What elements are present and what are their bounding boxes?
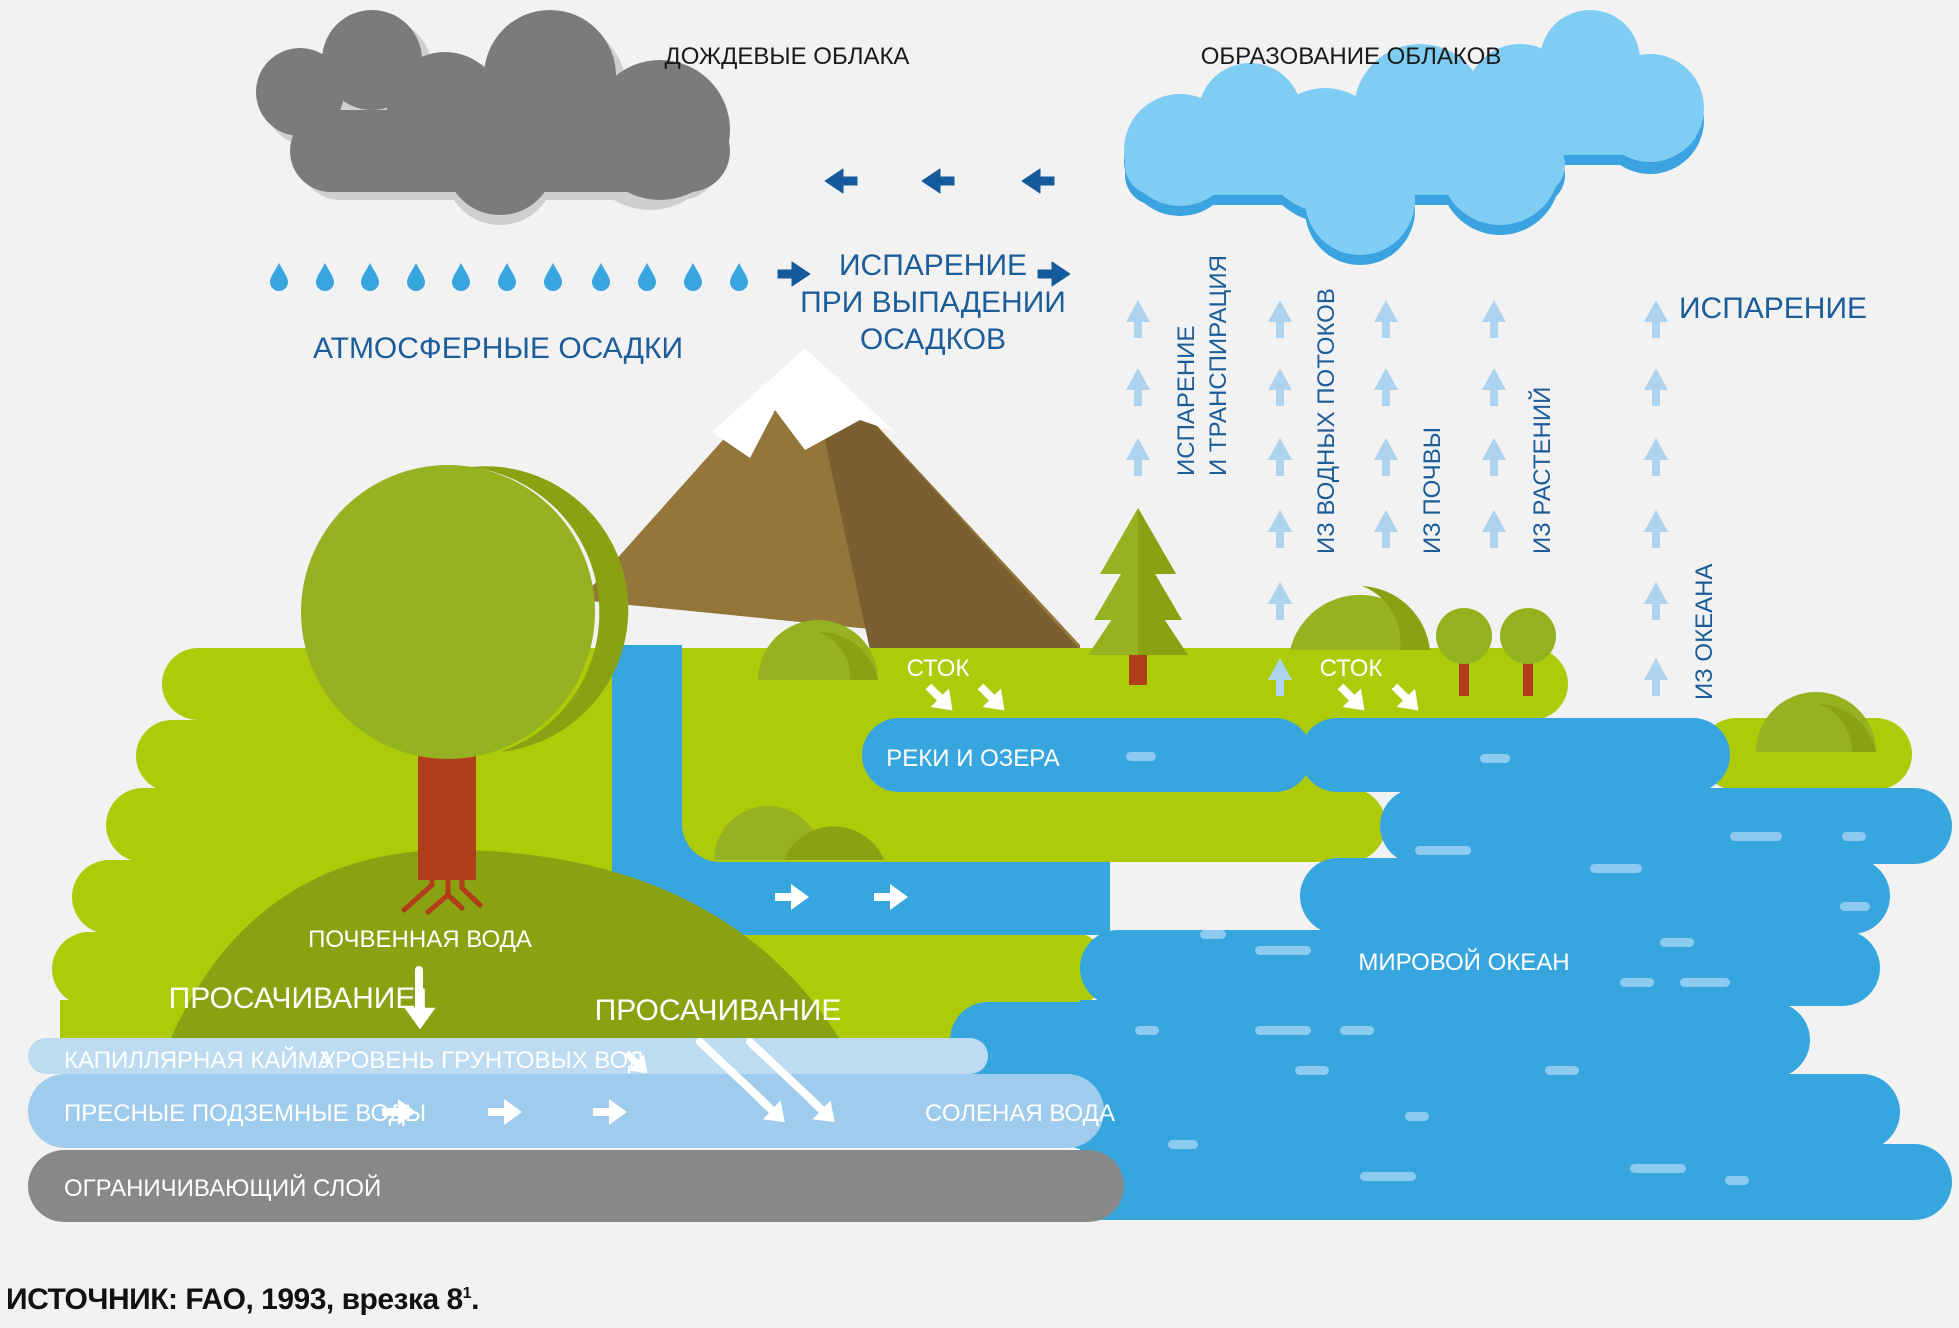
- from-plants-label: ИЗ РАСТЕНИЙ: [1528, 387, 1556, 554]
- river: [612, 645, 1110, 935]
- precipitation-label: АТМОСФЕРНЫЕ ОСАДКИ: [313, 332, 683, 365]
- source-note: ИСТОЧНИК: FAO, 1993, врезка 81.: [6, 1283, 479, 1316]
- capillary-fringe-label: КАПИЛЛЯРНАЯ КАЙМА: [64, 1046, 334, 1074]
- infiltration-label-1: ПРОСАЧИВАНИЕ: [169, 982, 416, 1015]
- capillary-fringe: [28, 1038, 988, 1074]
- confining-layer-label: ОГРАНИЧИВАЮЩИЙ СЛОЙ: [64, 1174, 381, 1202]
- evaporation-label: ИСПАРЕНИЕ: [1679, 292, 1867, 325]
- big-tree: [301, 465, 629, 915]
- cloud-transport-arrows: [824, 168, 1055, 194]
- rain-clouds-label: ДОЖДЕВЫЕ ОБЛАКА: [665, 43, 910, 70]
- small-trees: [1436, 608, 1556, 696]
- formation-cloud: [1124, 10, 1704, 265]
- evap-precip-label-1: ИСПАРЕНИЕ: [839, 249, 1027, 282]
- evap-precip-label-2: ПРИ ВЫПАДЕНИИ: [800, 286, 1066, 319]
- confining-layer: [28, 1150, 1124, 1222]
- pine-tree: [1088, 508, 1188, 685]
- soil-hill: [170, 850, 840, 1040]
- evap-precip-label-3: ОСАДКОВ: [860, 323, 1006, 356]
- from-streams-label: ИЗ ВОДНЫХ ПОТОКОВ: [1313, 288, 1340, 554]
- mountain: [580, 348, 1080, 650]
- world-ocean: [950, 718, 1952, 1220]
- from-soil-label: ИЗ ПОЧВЫ: [1419, 427, 1446, 554]
- from-ocean-label: ИЗ ОКЕАНА: [1691, 564, 1718, 700]
- runoff-label-1: СТОК: [907, 655, 970, 682]
- fresh-groundwater: [28, 1074, 1104, 1148]
- rain-drops: [270, 263, 748, 291]
- evaporation-source-labels: ИСПАРЕНИЕ И ТРАНСПИРАЦИЯ ИЗ ВОДНЫХ ПОТОК…: [1173, 255, 1718, 700]
- water-table-label: УРОВЕНЬ ГРУНТОВЫХ ВОД: [320, 1047, 644, 1074]
- cloud-formation-label: ОБРАЗОВАНИЕ ОБЛАКОВ: [1201, 43, 1502, 70]
- salt-water-label: СОЛЕНАЯ ВОДА: [925, 1100, 1115, 1127]
- infiltration-arrows: [404, 966, 844, 1132]
- soil-water-label: ПОЧВЕННАЯ ВОДА: [308, 926, 532, 953]
- rivers-lakes-label: РЕКИ И ОЗЕРА: [886, 745, 1059, 772]
- rivers-lakes: [862, 718, 1312, 792]
- evapotranspiration-label-1: ИСПАРЕНИЕ: [1173, 326, 1200, 476]
- fresh-groundwater-label: ПРЕСНЫЕ ПОДЗЕМНЫЕ ВОДЫ: [64, 1100, 426, 1127]
- evapotranspiration-label-2: И ТРАНСПИРАЦИЯ: [1205, 255, 1232, 476]
- rain-cloud: [256, 10, 730, 225]
- world-ocean-label: МИРОВОЙ ОКЕАН: [1358, 948, 1569, 976]
- runoff-label-2: СТОК: [1320, 655, 1383, 682]
- bushes: [714, 586, 1876, 860]
- infiltration-label-2: ПРОСАЧИВАНИЕ: [595, 994, 842, 1027]
